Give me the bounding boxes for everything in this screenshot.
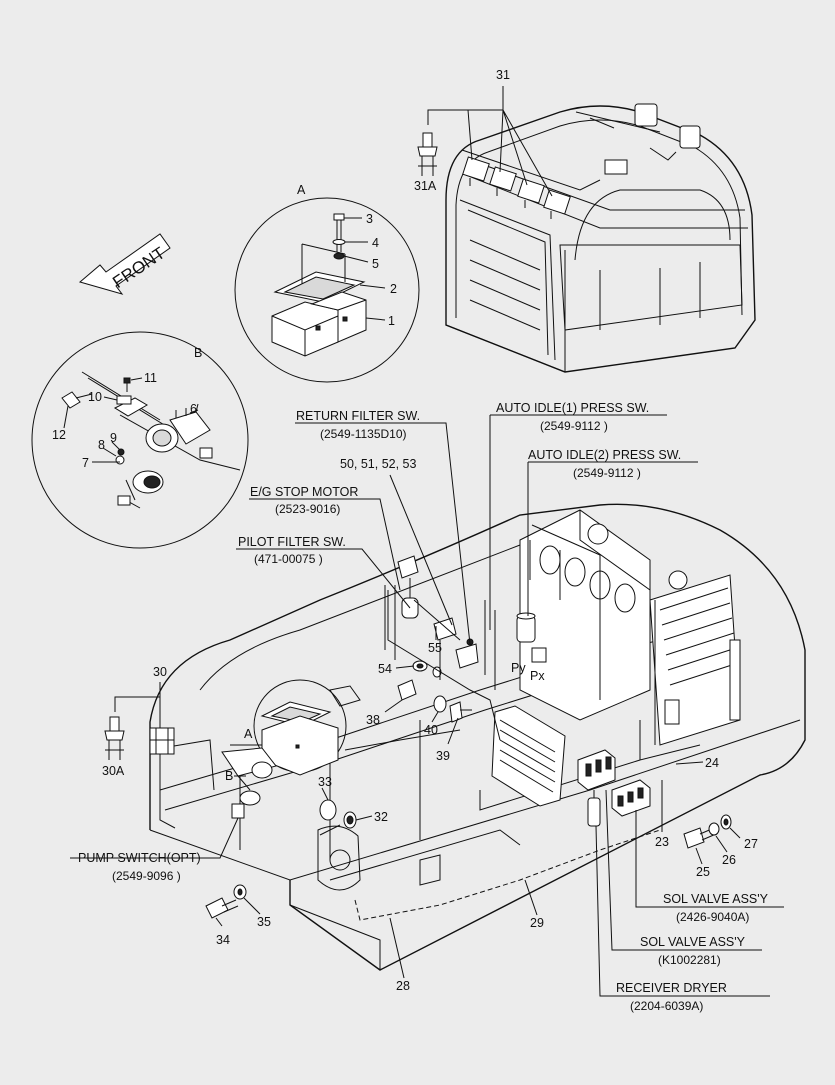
part-4-number: 4 [372, 236, 379, 250]
part-55-number: 55 [428, 641, 442, 655]
boom-components [319, 799, 357, 836]
part-6-number: 6 [190, 402, 197, 416]
py-label: Py [511, 661, 526, 675]
receiver-dryer-code: (2204-6039A) [630, 999, 703, 1013]
oil-cooler [491, 705, 566, 807]
part-34-number: 34 [216, 933, 230, 947]
part-2-number: 2 [390, 282, 397, 296]
part-54-number: 54 [378, 662, 392, 676]
bolt-25-washers [683, 814, 732, 849]
part-1-number: 1 [388, 314, 395, 328]
part-8-number: 8 [98, 438, 105, 452]
px-label: Px [530, 669, 545, 683]
part-10-number: 10 [88, 390, 102, 404]
cab-frame [445, 103, 756, 373]
part-38-number: 38 [366, 713, 380, 727]
sol-valves [577, 749, 651, 827]
part-26-number: 26 [722, 853, 736, 867]
sol-valve-2-name: SOL VALVE ASS'Y [640, 935, 746, 949]
receiver-dryer-name: RECEIVER DRYER [616, 981, 727, 995]
part-23-number: 23 [655, 835, 669, 849]
part-31a-number: 31A [414, 179, 437, 193]
part-31-number: 31 [496, 68, 510, 82]
pilot-filter-name: PILOT FILTER SW. [238, 535, 346, 549]
part-7-number: 7 [82, 456, 89, 470]
auto-idle-1-name: AUTO IDLE(1) PRESS SW. [496, 401, 649, 415]
part-5-number: 5 [372, 257, 379, 271]
auto-idle-2-name: AUTO IDLE(2) PRESS SW. [528, 448, 681, 462]
front-arrow: FRONT [78, 233, 171, 295]
part-32-number: 32 [374, 810, 388, 824]
detail-a-label: A [297, 183, 306, 197]
callout-30: 30 [114, 665, 167, 728]
eg-stop-name: E/G STOP MOTOR [250, 485, 358, 499]
sol-valve-1-name: SOL VALVE ASS'Y [663, 892, 769, 906]
auto-idle-2-code: (2549-9112 ) [573, 466, 641, 480]
part-9-number: 9 [110, 431, 117, 445]
part-25-number: 25 [696, 865, 710, 879]
leader-lines [70, 414, 784, 997]
battery-detail-small: A [230, 679, 347, 776]
part-12-number: 12 [52, 428, 66, 442]
part-35-number: 35 [257, 915, 271, 929]
part-11-number: 11 [144, 371, 157, 385]
auto-idle-1-code: (2549-9112 ) [540, 419, 608, 433]
part-33-number: 33 [318, 775, 332, 789]
part-40-number: 40 [424, 723, 438, 737]
part-numbers: 55 54 38 40 39 33 32 34 35 28 29 24 23 2… [216, 641, 758, 993]
part-28-number: 28 [396, 979, 410, 993]
detail-a: A 3 4 5 2 1 [234, 183, 420, 383]
part-29-number: 29 [530, 916, 544, 930]
part-30a-number: 30A [102, 764, 125, 778]
part-39-number: 39 [436, 749, 450, 763]
part-30-number: 30 [153, 665, 167, 679]
sol-valve-1-code: (2426-9040A) [676, 910, 749, 924]
pump-switch-code: (2549-9096 ) [112, 869, 181, 883]
pump-switch-area [149, 727, 245, 829]
return-filter-name: RETURN FILTER SW. [296, 409, 420, 423]
part-24-number: 24 [705, 756, 719, 770]
part-27-number: 27 [744, 837, 758, 851]
part-50-53-number: 50, 51, 52, 53 [340, 457, 417, 471]
bulb-31a: 31A [414, 132, 438, 193]
bolt-34-washer-35 [205, 884, 247, 919]
eg-stop-code: (2523-9016) [275, 502, 340, 516]
engine-block [519, 509, 741, 761]
b-detail-small: B [221, 747, 277, 806]
pilot-filter-code: (471-00075 ) [254, 552, 323, 566]
return-filter-code: (2549-1135D10) [320, 427, 407, 441]
center-components [329, 555, 501, 751]
pump-switch-name: PUMP SWITCH(OPT) [78, 851, 201, 865]
callout-31: 31 [427, 68, 553, 197]
pressure-switches: Py Px [511, 612, 547, 683]
bulb-30a: 30A [102, 716, 125, 778]
named-labels: RETURN FILTER SW. (2549-1135D10) AUTO ID… [78, 401, 769, 1013]
a-in-body: A [244, 727, 253, 741]
b-in-body: B [225, 769, 233, 783]
detail-b: B 11 10 6 12 9 [31, 331, 249, 549]
part-3-number: 3 [366, 212, 373, 226]
sol-valve-2-code: (K1002281) [658, 953, 721, 967]
detail-b-label: B [194, 346, 202, 360]
